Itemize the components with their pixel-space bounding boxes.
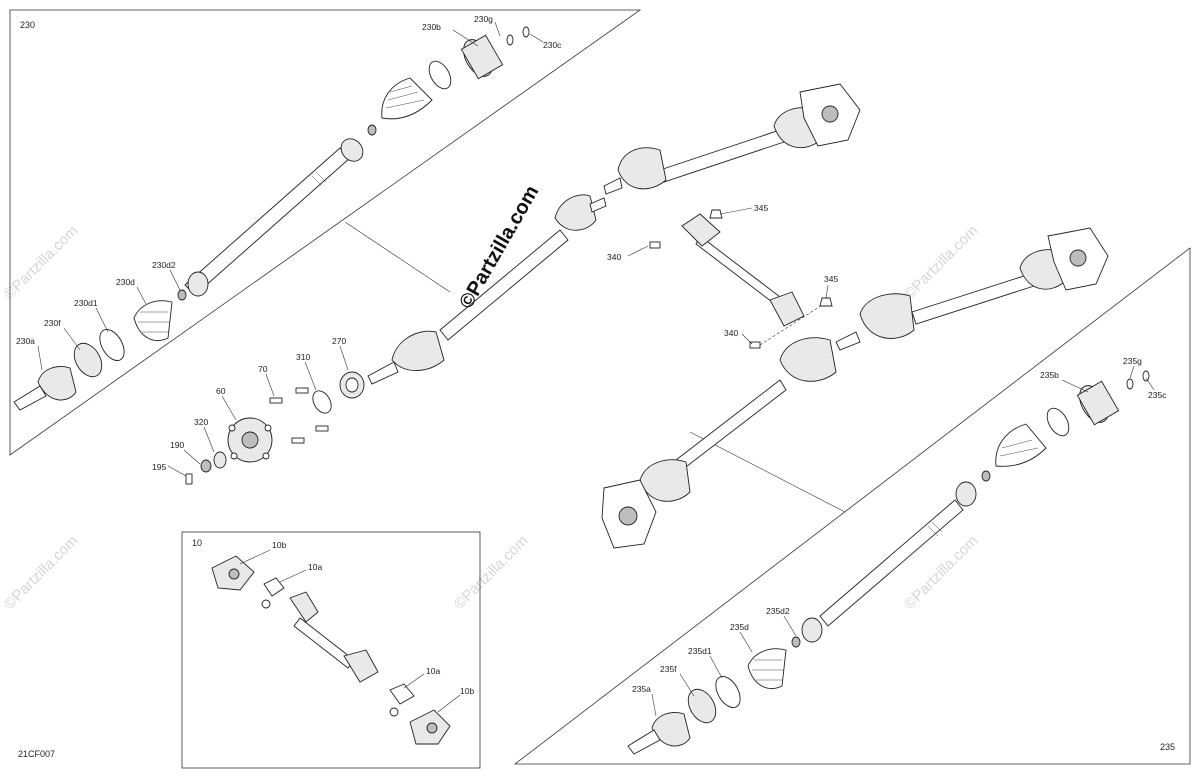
wheel-hub-assembly (185, 371, 365, 485)
guide-line (689, 431, 846, 513)
front-shaft-230 (13, 26, 530, 411)
callout-230c: 230c (543, 40, 562, 50)
upper-right-shaft (603, 83, 861, 195)
frame-235 (513, 247, 1191, 765)
callout-235g: 235g (1123, 356, 1142, 366)
drawing-code: 21CF007 (18, 749, 55, 759)
callout-270: 270 (332, 336, 346, 346)
callout-320: 320 (194, 417, 208, 427)
callout-labels: 230 10 235 21CF007 230b 230g 230c 230d 2… (16, 14, 1175, 759)
callout-345-lower: 345 (824, 274, 838, 284)
prop-shaft-10 (211, 555, 451, 745)
center-front-shaft (367, 194, 607, 385)
callout-230g: 230g (474, 14, 493, 24)
lower-right-shaft (601, 227, 1109, 549)
frame-label-10: 10 (192, 538, 202, 548)
frame-230 (9, 9, 642, 456)
callout-235b: 235b (1040, 370, 1059, 380)
callout-230b: 230b (422, 22, 441, 32)
callout-345-upper: 345 (754, 203, 768, 213)
leader-lines (37, 21, 1155, 717)
callout-10b-bottom: 10b (460, 686, 474, 696)
guide-line (344, 221, 451, 293)
callout-230d1: 230d1 (74, 298, 98, 308)
callout-230f: 230f (44, 318, 61, 328)
callout-340-lower: 340 (724, 328, 738, 338)
callout-10b-top: 10b (272, 540, 286, 550)
callout-230d2: 230d2 (152, 260, 176, 270)
frame-label-230: 230 (20, 20, 35, 30)
watermark: ©Partzilla.com (1, 222, 82, 303)
callout-340-upper: 340 (607, 252, 621, 262)
callout-235d: 235d (730, 622, 749, 632)
watermark: ©Partzilla.com (901, 222, 982, 303)
callout-195: 195 (152, 462, 166, 472)
callout-235d2: 235d2 (766, 606, 790, 616)
callout-10a-top: 10a (308, 562, 322, 572)
callout-230a: 230a (16, 336, 35, 346)
frame-label-235: 235 (1160, 742, 1175, 752)
callout-235d1: 235d1 (688, 646, 712, 656)
callout-235c: 235c (1148, 390, 1167, 400)
watermark: ©Partzilla.com (1, 532, 82, 613)
callout-190: 190 (170, 440, 184, 450)
callout-60: 60 (216, 386, 226, 396)
stabilizer-link (649, 209, 833, 349)
callout-235a: 235a (632, 684, 651, 694)
watermark: ©Partzilla.com (451, 532, 532, 613)
frame-10 (181, 531, 481, 769)
rear-shaft-235 (627, 370, 1150, 755)
callout-70: 70 (258, 364, 268, 374)
callout-235f: 235f (660, 664, 677, 674)
callout-230d: 230d (116, 277, 135, 287)
callout-10a-bottom: 10a (426, 666, 440, 676)
guide-line (759, 299, 831, 346)
callout-310: 310 (296, 352, 310, 362)
